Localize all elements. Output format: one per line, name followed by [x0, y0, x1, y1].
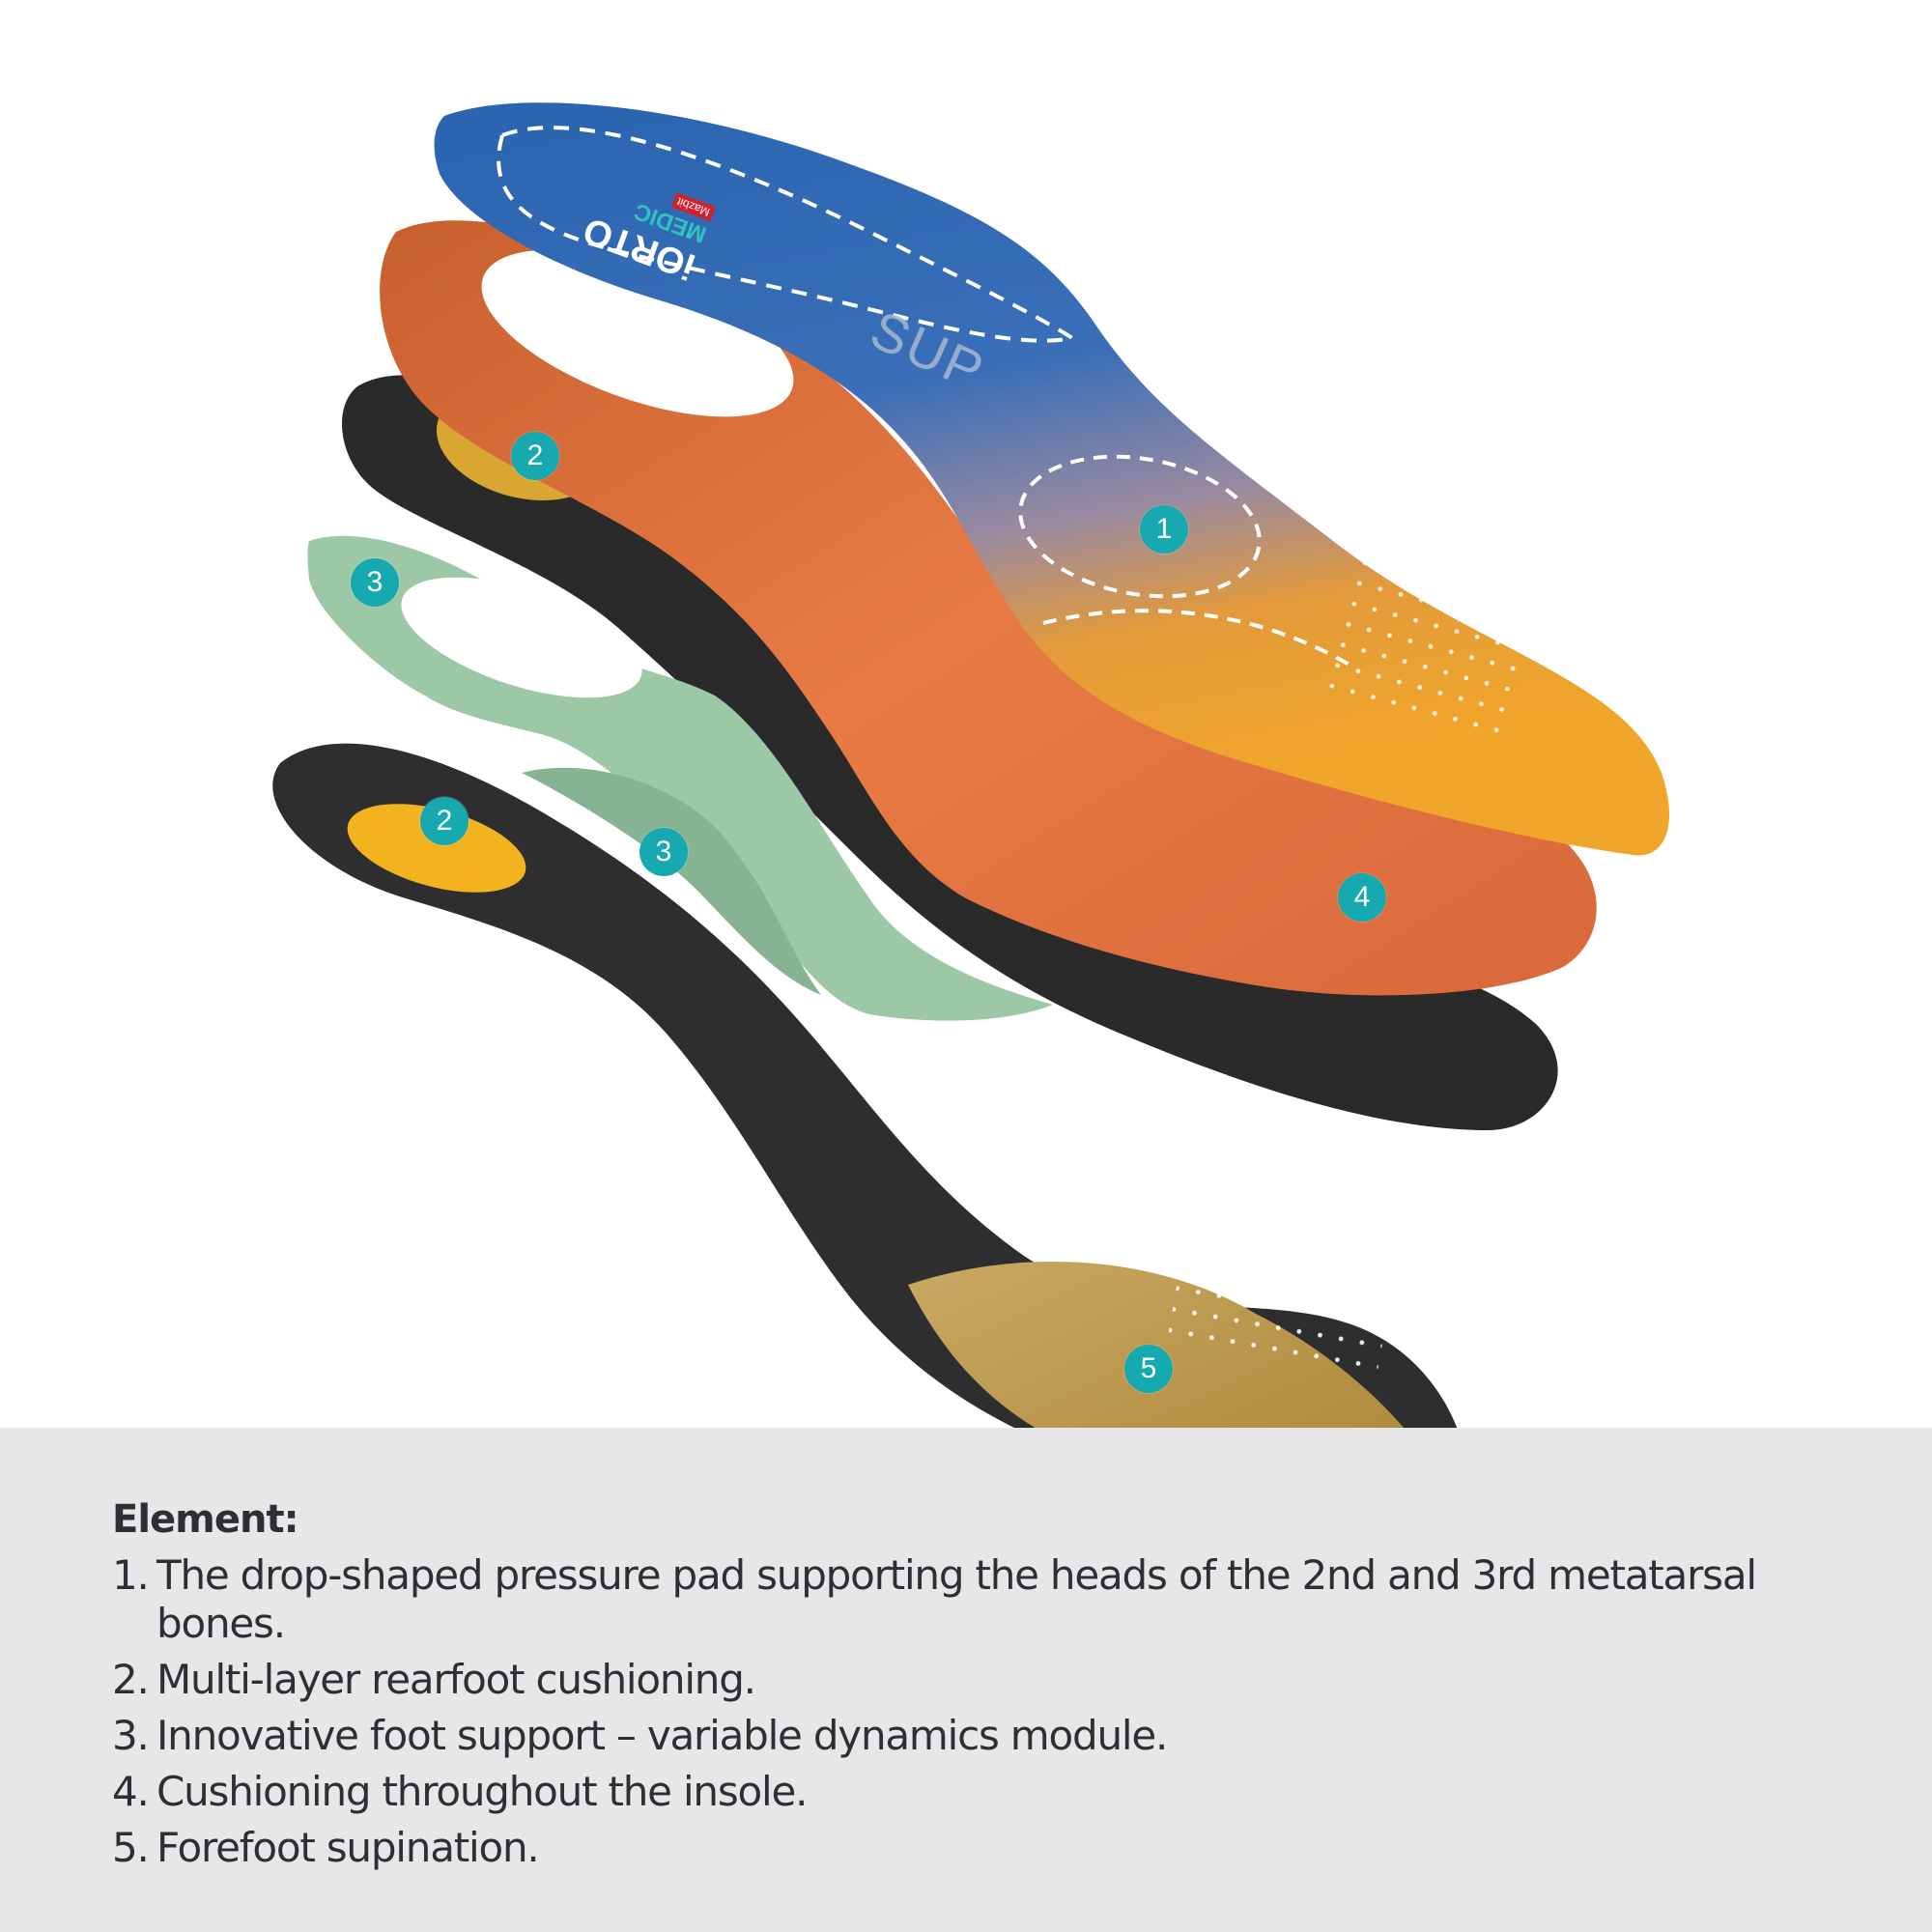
- callout-badge-2-bottom: 2: [420, 797, 469, 845]
- legend-item-4: 4. Cushioning throughout the insole.: [112, 1768, 1851, 1816]
- callout-badge-2-top: 2: [511, 432, 559, 480]
- callout-badge-5: 5: [1124, 1345, 1173, 1393]
- legend-text: Multi-layer rearfoot cushioning.: [156, 1656, 756, 1703]
- legend-number: 3.: [112, 1712, 150, 1759]
- legend-text: Innovative foot support – variable dynam…: [156, 1712, 1168, 1759]
- callout-badge-1: 1: [1140, 505, 1188, 554]
- legend-item-5: 5. Forefoot supination.: [112, 1824, 1851, 1872]
- legend-item-2: 2. Multi-layer rearfoot cushioning.: [112, 1656, 1851, 1704]
- legend-text: Cushioning throughout the insole.: [156, 1768, 808, 1815]
- callout-badge-3-middle: 3: [639, 828, 688, 876]
- legend-number: 4.: [112, 1768, 150, 1815]
- legend-number: 2.: [112, 1656, 150, 1703]
- callout-badge-3-left: 3: [351, 558, 399, 607]
- legend-item-1: 1. The drop-shaped pressure pad supporti…: [112, 1551, 1851, 1648]
- insole-layers-graphic: [272, 102, 1670, 1520]
- legend-list: 1. The drop-shaped pressure pad supporti…: [112, 1551, 1851, 1872]
- insole-exploded-illustration: iORTO MEDIC Mazbit SUP 1 2 2 3 3 4 5: [272, 102, 1670, 1520]
- callout-badge-4: 4: [1338, 873, 1386, 922]
- legend-item-3: 3. Innovative foot support – variable dy…: [112, 1712, 1851, 1760]
- legend-number: 1.: [112, 1551, 150, 1599]
- legend-title: Element:: [112, 1497, 299, 1542]
- top-layer: [434, 102, 1670, 856]
- green-module-layer: [307, 535, 1053, 1021]
- legend-panel: [0, 1428, 1932, 1932]
- legend-number: 5.: [112, 1824, 150, 1871]
- legend: Element: 1. The drop-shaped pressure pad…: [112, 1495, 1851, 1880]
- orange-cushion-layer: [380, 220, 1597, 996]
- legend-text: Forefoot supination.: [156, 1824, 540, 1871]
- legend-text: The drop-shaped pressure pad supporting …: [156, 1551, 1757, 1647]
